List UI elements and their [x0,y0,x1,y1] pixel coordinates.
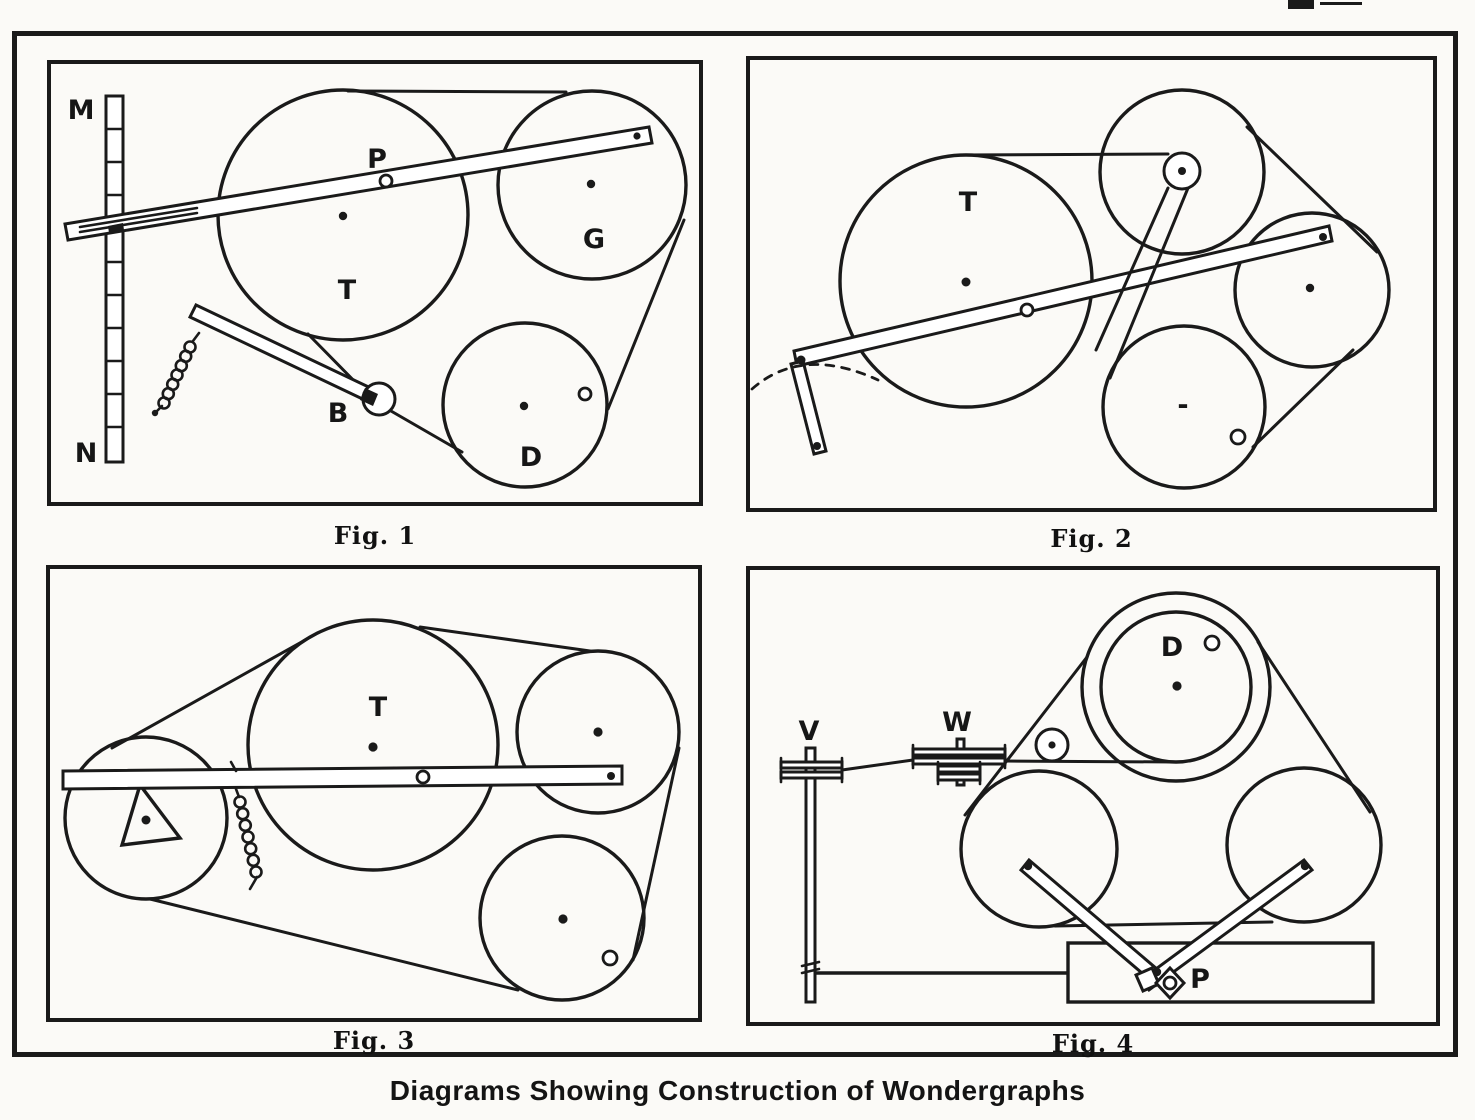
fig2-caption: Fig. 2 [1050,524,1133,553]
outer-frame [12,31,1458,1057]
fig2-panel [746,56,1437,512]
fig1-caption: Fig. 1 [333,521,417,550]
page-title: Diagrams Showing Construction of Wonderg… [389,1075,1086,1106]
scan-artifact-dash [1288,0,1314,9]
fig3-caption: Fig. 3 [332,1026,416,1055]
fig1-panel [47,60,703,506]
fig3-panel [46,565,702,1022]
scan-artifact-line [1320,2,1362,5]
fig4-panel [746,566,1440,1026]
fig4-caption: Fig. 4 [1051,1029,1135,1058]
